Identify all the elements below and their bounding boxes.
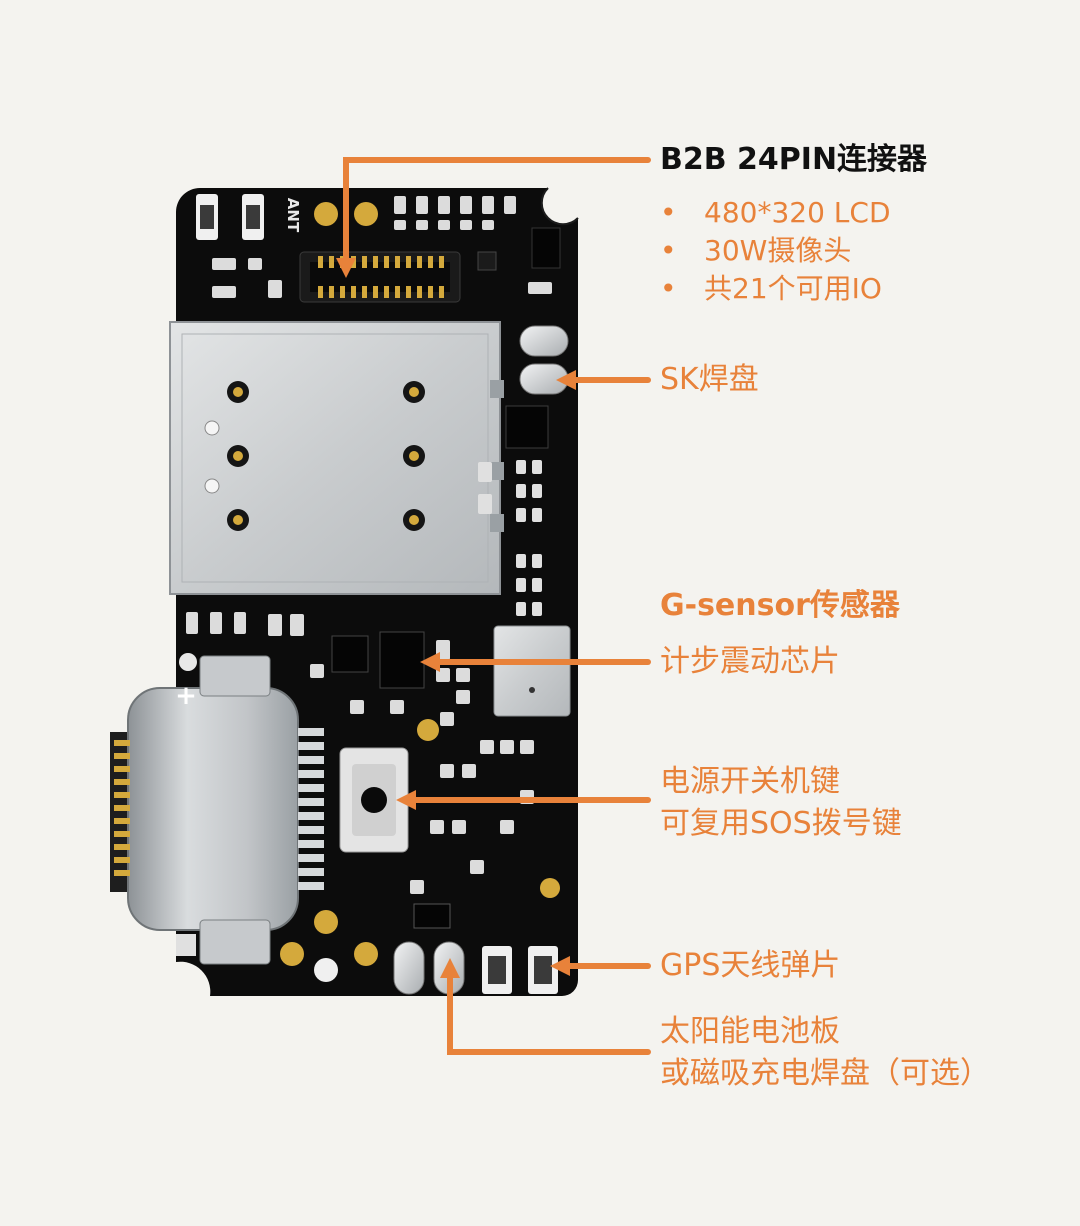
- sk-pad-label: SK焊盘: [660, 362, 759, 397]
- usb-c-connector: [110, 655, 299, 965]
- g-sensor-chips: [331, 631, 425, 689]
- gps-arrowhead: [550, 956, 570, 976]
- b2b-feature-io: 共21个可用IO: [660, 270, 891, 308]
- sim-shield: [169, 321, 504, 595]
- usb-c-pin: [298, 854, 324, 862]
- usb-c-gold-finger: [114, 779, 130, 785]
- usb-c-pin: [298, 812, 324, 820]
- metal-module: [493, 625, 571, 717]
- usb-c-pins: [298, 728, 324, 890]
- b2b-feature-lcd: 480*320 LCD: [660, 194, 891, 232]
- b2b-pin: [417, 286, 422, 298]
- callout-arrowheads: [336, 258, 576, 978]
- callout-lines: [343, 157, 651, 1055]
- b2b-pin: [406, 256, 411, 268]
- ant-silkscreen: ANT: [284, 198, 302, 233]
- usb-c-pin: [298, 784, 324, 792]
- b2b-connector-label: B2B 24PIN连接器: [660, 142, 928, 177]
- passives-middle: [186, 612, 534, 894]
- solar-panel-label: 太阳能电池板: [660, 1014, 840, 1049]
- usb-c-gold-finger: [114, 831, 130, 837]
- b2b-pin: [329, 286, 334, 298]
- solar-callout-line: [447, 969, 651, 1055]
- b2b-pin: [329, 256, 334, 268]
- usb-c-pin: [298, 728, 324, 736]
- b2b-pin: [439, 256, 444, 268]
- usb-c-gold-finger: [114, 844, 130, 850]
- passives-top: [212, 196, 552, 298]
- sk-arrowhead: [556, 370, 576, 390]
- sos-button-label: 可复用SOS拨号键: [660, 806, 902, 841]
- b2b-pin: [439, 286, 444, 298]
- bottom-pads: [176, 903, 451, 982]
- gsensor-arrowhead: [420, 652, 440, 672]
- usb-c-pin: [298, 882, 324, 890]
- antenna-pads: [196, 194, 264, 240]
- usb-c-gold-fingers: [114, 740, 130, 876]
- usb-c-pin: [298, 798, 324, 806]
- sk-pads: [519, 325, 569, 395]
- magnetic-charge-label: 或磁吸充电焊盘（可选）: [660, 1056, 990, 1091]
- plus-silkscreen: +: [175, 681, 197, 711]
- usb-c-gold-finger: [114, 740, 130, 746]
- b2b-callout-line: [343, 157, 651, 265]
- b2b-pin: [373, 256, 378, 268]
- b2b-connector-pins: [318, 256, 444, 298]
- b2b-pin: [395, 256, 400, 268]
- gps-antenna-label: GPS天线弹片: [660, 948, 841, 983]
- usb-c-gold-finger: [114, 792, 130, 798]
- passives-right: [478, 460, 542, 616]
- b2b-arrowhead: [336, 258, 356, 278]
- usb-c-pin: [298, 826, 324, 834]
- b2b-pin: [340, 286, 345, 298]
- usb-c-pin: [298, 742, 324, 750]
- b2b-feature-camera: 30W摄像头: [660, 232, 891, 270]
- b2b-pin: [318, 286, 323, 298]
- b2b-pin: [406, 286, 411, 298]
- b2b-pin: [384, 256, 389, 268]
- usb-c-pin: [298, 770, 324, 778]
- usb-c-pin: [298, 868, 324, 876]
- gps-antenna-springs: [482, 946, 558, 994]
- b2b-pin: [373, 286, 378, 298]
- usb-c-gold-finger: [114, 805, 130, 811]
- b2b-pin: [395, 286, 400, 298]
- power-button: [339, 747, 409, 853]
- b2b-connector: [299, 251, 461, 303]
- power-button-label: 电源开关机键: [660, 764, 840, 799]
- usb-c-pin: [298, 840, 324, 848]
- b2b-pin: [428, 256, 433, 268]
- usb-c-gold-finger: [114, 870, 130, 876]
- usb-c-pin: [298, 756, 324, 764]
- solar-arrowhead: [440, 958, 460, 978]
- b2b-pin: [362, 286, 367, 298]
- b2b-pin: [362, 256, 367, 268]
- power-button-arrowhead: [396, 790, 416, 810]
- b2b-pin: [384, 286, 389, 298]
- g-sensor-label: G-sensor传感器: [660, 588, 900, 623]
- b2b-pin: [428, 286, 433, 298]
- usb-c-gold-finger: [114, 857, 130, 863]
- b2b-feature-list: 480*320 LCD 30W摄像头 共21个可用IO: [660, 194, 891, 308]
- b2b-pin: [318, 256, 323, 268]
- b2b-pin: [351, 286, 356, 298]
- usb-c-gold-finger: [114, 753, 130, 759]
- pedometer-chip-label: 计步震动芯片: [660, 644, 840, 679]
- sim-contacts: [204, 381, 425, 531]
- b2b-pin: [417, 256, 422, 268]
- usb-c-gold-finger: [114, 818, 130, 824]
- solar-charge-pads: [393, 941, 465, 995]
- usb-c-gold-finger: [114, 766, 130, 772]
